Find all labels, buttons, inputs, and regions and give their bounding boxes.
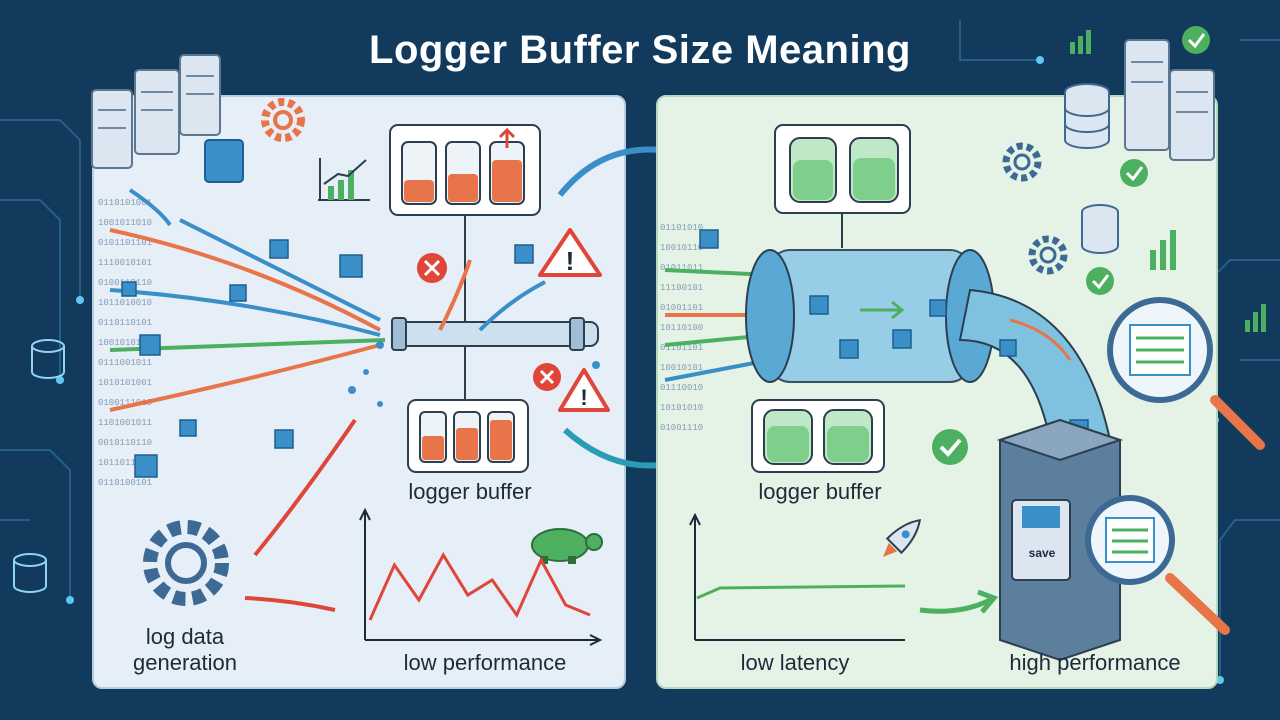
svg-text:0111001011: 0111001011 <box>98 358 152 368</box>
svg-text:01001110: 01001110 <box>660 423 703 433</box>
storage-box <box>996 418 1124 662</box>
svg-text:1010101001: 1010101001 <box>98 378 152 388</box>
page-title: Logger Buffer Size Meaning <box>369 28 911 72</box>
database-icon <box>1064 83 1119 254</box>
svg-text:0110101001: 0110101001 <box>98 198 152 208</box>
svg-text:10101010: 10101010 <box>660 403 703 413</box>
svg-text:1001010110: 1001010110 <box>98 338 152 348</box>
svg-text:01101101: 01101101 <box>660 343 703 353</box>
database-icon <box>13 339 65 593</box>
svg-text:0101101101: 0101101101 <box>98 238 152 248</box>
low-performance-chart <box>359 507 603 646</box>
leaking-pipe <box>348 317 600 407</box>
svg-text:11100101: 11100101 <box>660 283 703 293</box>
bar-chart-icon <box>1070 30 1266 332</box>
gear-icon <box>1002 142 1042 182</box>
latency-line <box>696 584 906 600</box>
save-label: save <box>1028 546 1056 560</box>
large-buffer-pipe <box>699 229 1112 441</box>
svg-text:01101010: 01101010 <box>660 223 703 233</box>
low-performance-label: low performance <box>403 650 567 675</box>
svg-text:0100111010: 0100111010 <box>98 398 152 408</box>
performance-line <box>368 551 591 621</box>
logger-buffer-label-right: logger buffer <box>758 479 882 504</box>
log-data-label-line2: generation <box>133 650 237 675</box>
high-performance-label: high performance <box>1009 650 1181 675</box>
log-data-gear-icon <box>143 520 229 606</box>
svg-text:10010110: 10010110 <box>660 243 703 253</box>
svg-text:01011011: 01011011 <box>660 263 703 273</box>
svg-text:0110100101: 0110100101 <box>98 478 152 488</box>
rocket-icon <box>883 518 922 557</box>
low-latency-label: low latency <box>740 650 850 675</box>
gear-icon <box>261 98 305 142</box>
svg-text:10110100: 10110100 <box>660 323 703 333</box>
svg-text:01001101: 01001101 <box>660 303 703 313</box>
server-rack-icon <box>91 54 221 169</box>
logger-buffer-label-left: logger buffer <box>408 479 532 504</box>
svg-text:1011010010: 1011010010 <box>98 298 152 308</box>
magnifier-icon <box>1085 495 1230 635</box>
logger-buffer-card-left <box>407 346 529 473</box>
large-buffer-card <box>774 124 911 248</box>
warning-icon: ! ! <box>538 228 610 412</box>
log-data-label-line1: log data <box>145 624 225 649</box>
svg-text:0010110110: 0010110110 <box>98 438 152 448</box>
svg-text:1011011001: 1011011001 <box>98 458 152 468</box>
svg-text:1101001011: 1101001011 <box>98 418 152 428</box>
error-icon <box>417 253 561 391</box>
svg-text:10010101: 10010101 <box>660 363 703 373</box>
gear-icon <box>1028 235 1068 275</box>
svg-text:1001011010: 1001011010 <box>98 218 152 228</box>
svg-text:1110010101: 1110010101 <box>98 258 152 268</box>
data-cube <box>121 239 534 478</box>
server-rack-icon <box>1124 39 1215 161</box>
lock-box-icon <box>204 139 244 183</box>
svg-text:01110010: 01110010 <box>660 383 703 393</box>
log-data-generation-label: log data generation <box>110 624 260 676</box>
logger-buffer-card-right <box>751 399 885 473</box>
svg-text:!: ! <box>580 385 587 410</box>
trend-chart-icon <box>318 158 370 201</box>
svg-text:!: ! <box>566 246 575 276</box>
overflow-arrows <box>244 259 546 612</box>
binary-stream: 01101010 10010110 01011011 11100101 0100110… <box>660 223 703 433</box>
right-panel <box>656 95 1218 689</box>
low-latency-chart <box>689 512 999 641</box>
magnifier-icon <box>1107 297 1265 450</box>
svg-text:0110110101: 0110110101 <box>98 318 152 328</box>
check-icon <box>932 26 1210 465</box>
turtle-icon <box>531 528 603 564</box>
